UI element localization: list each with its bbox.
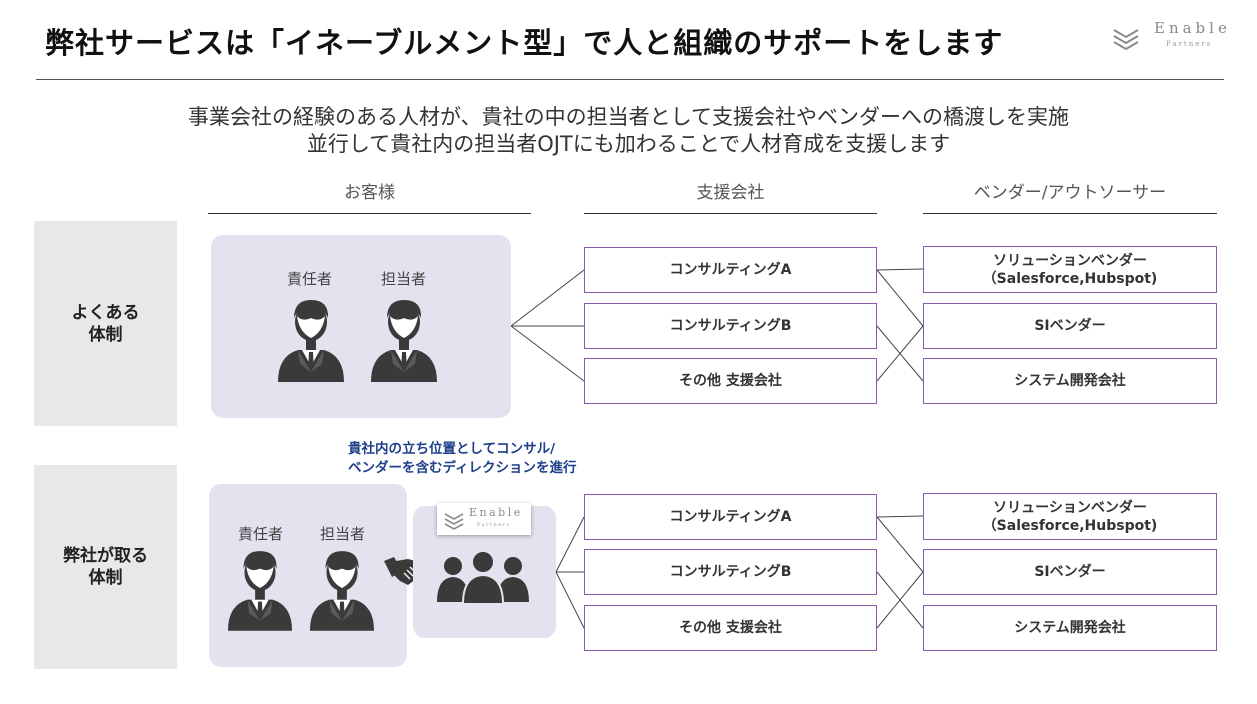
person-label-staff: 担当者 [381,270,427,288]
client-panel-ours [209,484,407,667]
subtitle-line-2: 並行して貴社内の担当者OJTにも加わることで人材育成を支援します [306,132,951,156]
connector-line [876,516,924,573]
connector-line [876,268,924,271]
team-icon [437,550,529,605]
vendor-box-system-dev: システム開発会社 [923,358,1217,404]
enable-logo-icon [444,513,464,530]
businessperson-icon [278,300,344,382]
person-label-manager: 責任者 [238,525,284,543]
support-box-other: その他 支援会社 [584,605,877,651]
vendor-box-si: SIベンダー [923,303,1217,349]
connector-line [555,516,585,573]
businessperson-icon [371,300,437,382]
support-box-consulting-a: コンサルティングA [584,494,877,540]
mini-logo-subword: Partners [477,522,511,528]
row-label-typical: よくある 体制 [34,221,177,426]
connector-line [555,571,585,629]
connector-line [876,515,924,518]
support-box-consulting-b: コンサルティングB [584,303,877,349]
column-divider-support [584,213,877,214]
vendor-box-solution: ソリューションベンダー （Salesforce,Hubspot) [923,493,1217,540]
person-label-manager: 責任者 [287,270,333,288]
enable-logo-icon [1113,29,1139,51]
enable-partners-mini-logo: Enable Partners [437,503,531,535]
column-header-client: お客様 [344,183,395,203]
connector-line [510,325,585,382]
subtitle-line-1: 事業会社の経験のある人材が、貴社の中の担当者として支援会社やベンダーへの橋渡しを… [188,105,1069,129]
client-panel-typical [211,235,511,418]
vendor-box-si: SIベンダー [923,549,1217,595]
logo-word: Enable [1154,19,1231,37]
column-header-support: 支援会社 [696,183,765,203]
support-box-other: その他 支援会社 [584,358,877,404]
vendor-box-system-dev: システム開発会社 [923,605,1217,651]
mini-logo-word: Enable [469,506,523,519]
header-divider [36,79,1224,80]
enable-role-note: 貴社内の立ち位置としてコンサル/ ベンダーを含むディレクションを進行 [348,441,577,476]
column-header-vendor: ベンダー/アウトソーサー [973,183,1167,203]
connector-line [876,571,924,629]
person-label-staff: 担当者 [320,525,366,543]
column-divider-vendor [923,213,1217,214]
connector-line [876,269,924,327]
vendor-box-solution: ソリューションベンダー （Salesforce,Hubspot) [923,246,1217,293]
support-box-consulting-b: コンサルティングB [584,549,877,595]
enable-partners-logo: Enable Partners [1108,18,1238,54]
connector-line [876,325,924,382]
page-title: 弊社サービスは「イネーブルメント型」で人と組織のサポートをします [45,26,1004,60]
row-label-our-structure: 弊社が取る 体制 [34,465,177,669]
logo-subword: Partners [1166,40,1213,48]
businessperson-icon [309,551,375,631]
connector-line [510,269,585,327]
column-divider-client [208,213,531,214]
businessperson-icon [227,551,293,631]
support-box-consulting-a: コンサルティングA [584,247,877,293]
